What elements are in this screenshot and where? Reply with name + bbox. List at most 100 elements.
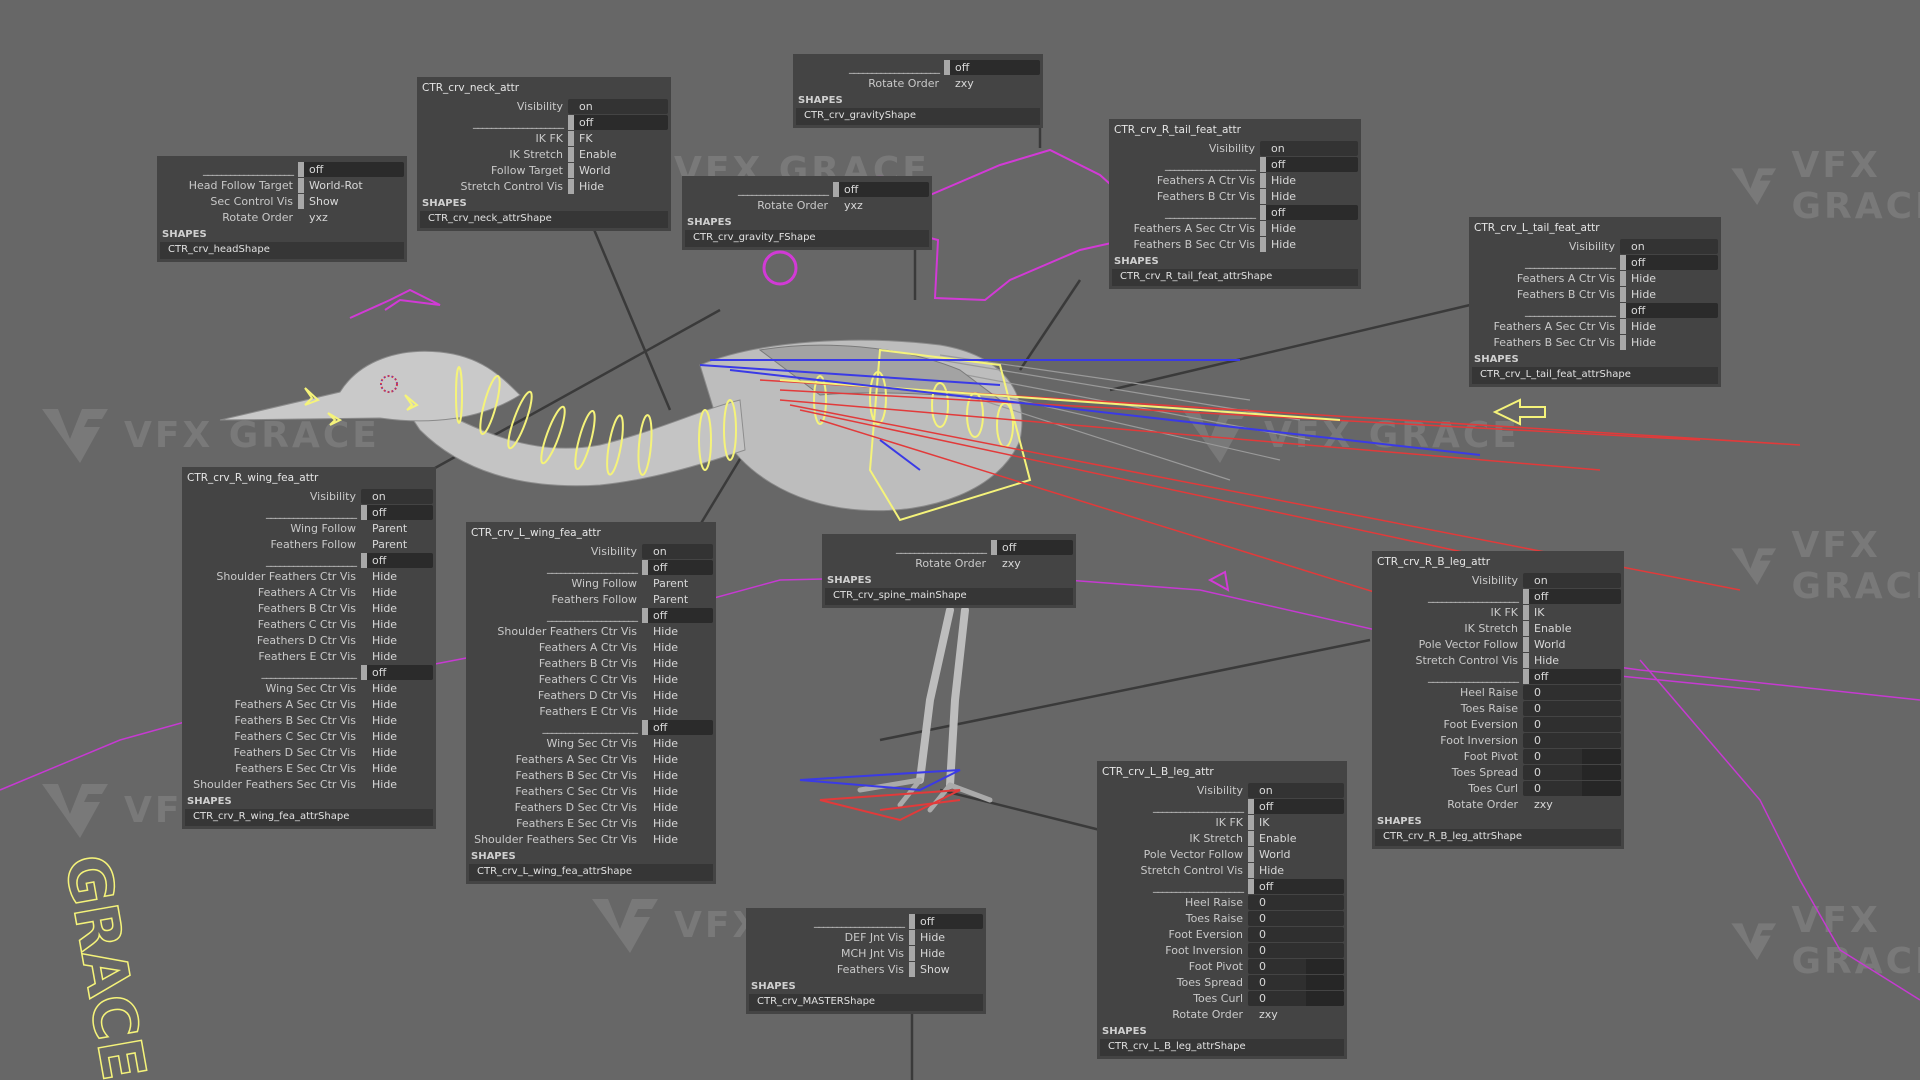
attr-value[interactable]: yxz <box>298 210 328 225</box>
visibility-field[interactable]: on <box>1248 782 1344 798</box>
separator-toggle-field[interactable]: off <box>1260 204 1358 220</box>
attr-value[interactable]: Hide <box>642 752 678 767</box>
attr-value[interactable]: Hide <box>361 713 397 728</box>
enum-dropdown[interactable]: Hide <box>1620 318 1656 334</box>
enum-dropdown[interactable]: Enable <box>1248 830 1296 846</box>
separator-toggle-field[interactable]: off <box>909 913 983 929</box>
shape-node-name[interactable]: CTR_crv_spine_mainShape <box>825 588 1073 605</box>
attr-value[interactable]: Hide <box>361 649 397 664</box>
shape-node-name[interactable]: CTR_crv_L_tail_feat_attrShape <box>1472 367 1718 384</box>
numeric-field[interactable]: 0 <box>1523 700 1621 716</box>
attr-value[interactable]: Hide <box>642 672 678 687</box>
attr-value[interactable]: zxy <box>944 76 974 91</box>
shape-node-name[interactable]: CTR_crv_MASTERShape <box>749 994 983 1011</box>
shape-node-name[interactable]: CTR_crv_gravityShape <box>796 108 1040 125</box>
separator-toggle-field[interactable]: off <box>1248 878 1344 894</box>
enum-dropdown[interactable]: Enable <box>568 146 616 162</box>
attr-value[interactable]: zxy <box>1523 797 1553 812</box>
attr-value[interactable]: Hide <box>361 729 397 744</box>
separator-toggle-field[interactable]: off <box>944 59 1040 75</box>
attr-value[interactable]: Parent <box>361 521 407 536</box>
attr-value[interactable]: Hide <box>642 624 678 639</box>
slider-field[interactable]: 0 <box>1523 764 1621 780</box>
attr-value[interactable]: Hide <box>361 633 397 648</box>
shape-node-name[interactable]: CTR_crv_R_tail_feat_attrShape <box>1112 269 1358 286</box>
visibility-field[interactable]: on <box>568 98 668 114</box>
numeric-field[interactable]: 0 <box>1248 926 1344 942</box>
attr-value[interactable]: Hide <box>361 761 397 776</box>
enum-dropdown[interactable]: Show <box>298 193 339 209</box>
separator-toggle-field[interactable]: off <box>833 181 929 197</box>
attr-value[interactable]: Hide <box>361 569 397 584</box>
numeric-field[interactable]: 0 <box>1523 716 1621 732</box>
enum-dropdown[interactable]: World <box>1523 636 1566 652</box>
separator-toggle-field[interactable]: off <box>1523 668 1621 684</box>
attr-value[interactable]: Hide <box>361 585 397 600</box>
slider-field[interactable]: 0 <box>1248 990 1344 1006</box>
visibility-field[interactable]: on <box>1620 238 1718 254</box>
shape-node-name[interactable]: CTR_crv_L_wing_fea_attrShape <box>469 864 713 881</box>
enum-dropdown[interactable]: Hide <box>1620 270 1656 286</box>
numeric-field[interactable]: 0 <box>1248 894 1344 910</box>
slider-track[interactable] <box>1305 958 1344 974</box>
separator-toggle-field[interactable]: off <box>568 114 668 130</box>
slider-field[interactable]: 0 <box>1248 958 1344 974</box>
enum-dropdown[interactable]: Hide <box>1260 236 1296 252</box>
attr-value[interactable]: zxy <box>991 556 1021 571</box>
separator-toggle-field[interactable]: off <box>361 504 433 520</box>
visibility-field[interactable]: on <box>642 543 713 559</box>
attr-value[interactable]: Hide <box>642 704 678 719</box>
enum-dropdown[interactable]: World-Rot <box>298 177 363 193</box>
enum-dropdown[interactable]: IK <box>1523 604 1544 620</box>
attr-value[interactable]: Hide <box>642 656 678 671</box>
numeric-field[interactable]: 0 <box>1248 910 1344 926</box>
visibility-field[interactable]: on <box>361 488 433 504</box>
separator-toggle-field[interactable]: off <box>1260 156 1358 172</box>
enum-dropdown[interactable]: Hide <box>1620 286 1656 302</box>
enum-dropdown[interactable]: FK <box>568 130 593 146</box>
enum-dropdown[interactable]: Show <box>909 961 950 977</box>
enum-dropdown[interactable]: Hide <box>1260 188 1296 204</box>
separator-toggle-field[interactable]: off <box>1620 254 1718 270</box>
separator-toggle-field[interactable]: off <box>642 607 713 623</box>
numeric-field[interactable]: 0 <box>1523 732 1621 748</box>
enum-dropdown[interactable]: Hide <box>1248 862 1284 878</box>
enum-dropdown[interactable]: Hide <box>1260 172 1296 188</box>
shape-node-name[interactable]: CTR_crv_headShape <box>160 242 404 259</box>
enum-dropdown[interactable]: Enable <box>1523 620 1571 636</box>
shape-node-name[interactable]: CTR_crv_L_B_leg_attrShape <box>1100 1039 1344 1056</box>
attr-value[interactable]: Hide <box>361 601 397 616</box>
separator-toggle-field[interactable]: off <box>361 552 433 568</box>
attr-value[interactable]: yxz <box>833 198 863 213</box>
shape-node-name[interactable]: CTR_crv_neck_attrShape <box>420 211 668 228</box>
separator-toggle-field[interactable]: off <box>361 664 433 680</box>
attr-value[interactable]: Hide <box>642 640 678 655</box>
visibility-field[interactable]: on <box>1260 140 1358 156</box>
attr-value[interactable]: Parent <box>642 576 688 591</box>
attr-value[interactable]: Hide <box>361 697 397 712</box>
attr-value[interactable]: Hide <box>361 745 397 760</box>
enum-dropdown[interactable]: Hide <box>1260 220 1296 236</box>
slider-track[interactable] <box>1581 764 1621 780</box>
attr-value[interactable]: Hide <box>642 816 678 831</box>
separator-toggle-field[interactable]: off <box>642 719 713 735</box>
attr-value[interactable]: Hide <box>361 681 397 696</box>
slider-field[interactable]: 0 <box>1523 748 1621 764</box>
slider-field[interactable]: 0 <box>1248 974 1344 990</box>
separator-toggle-field[interactable]: off <box>991 539 1073 555</box>
slider-field[interactable]: 0 <box>1523 780 1621 796</box>
separator-toggle-field[interactable]: off <box>1523 588 1621 604</box>
attr-value[interactable]: Parent <box>642 592 688 607</box>
attr-value[interactable]: Parent <box>361 537 407 552</box>
enum-dropdown[interactable]: World <box>1248 846 1291 862</box>
enum-dropdown[interactable]: Hide <box>1620 334 1656 350</box>
enum-dropdown[interactable]: Hide <box>1523 652 1559 668</box>
attr-value[interactable]: Hide <box>642 688 678 703</box>
enum-dropdown[interactable]: Hide <box>909 945 945 961</box>
attr-value[interactable]: Hide <box>642 800 678 815</box>
separator-toggle-field[interactable]: off <box>1248 798 1344 814</box>
attr-value[interactable]: Hide <box>642 832 678 847</box>
slider-track[interactable] <box>1305 990 1344 1006</box>
numeric-field[interactable]: 0 <box>1523 684 1621 700</box>
separator-toggle-field[interactable]: off <box>1620 302 1718 318</box>
